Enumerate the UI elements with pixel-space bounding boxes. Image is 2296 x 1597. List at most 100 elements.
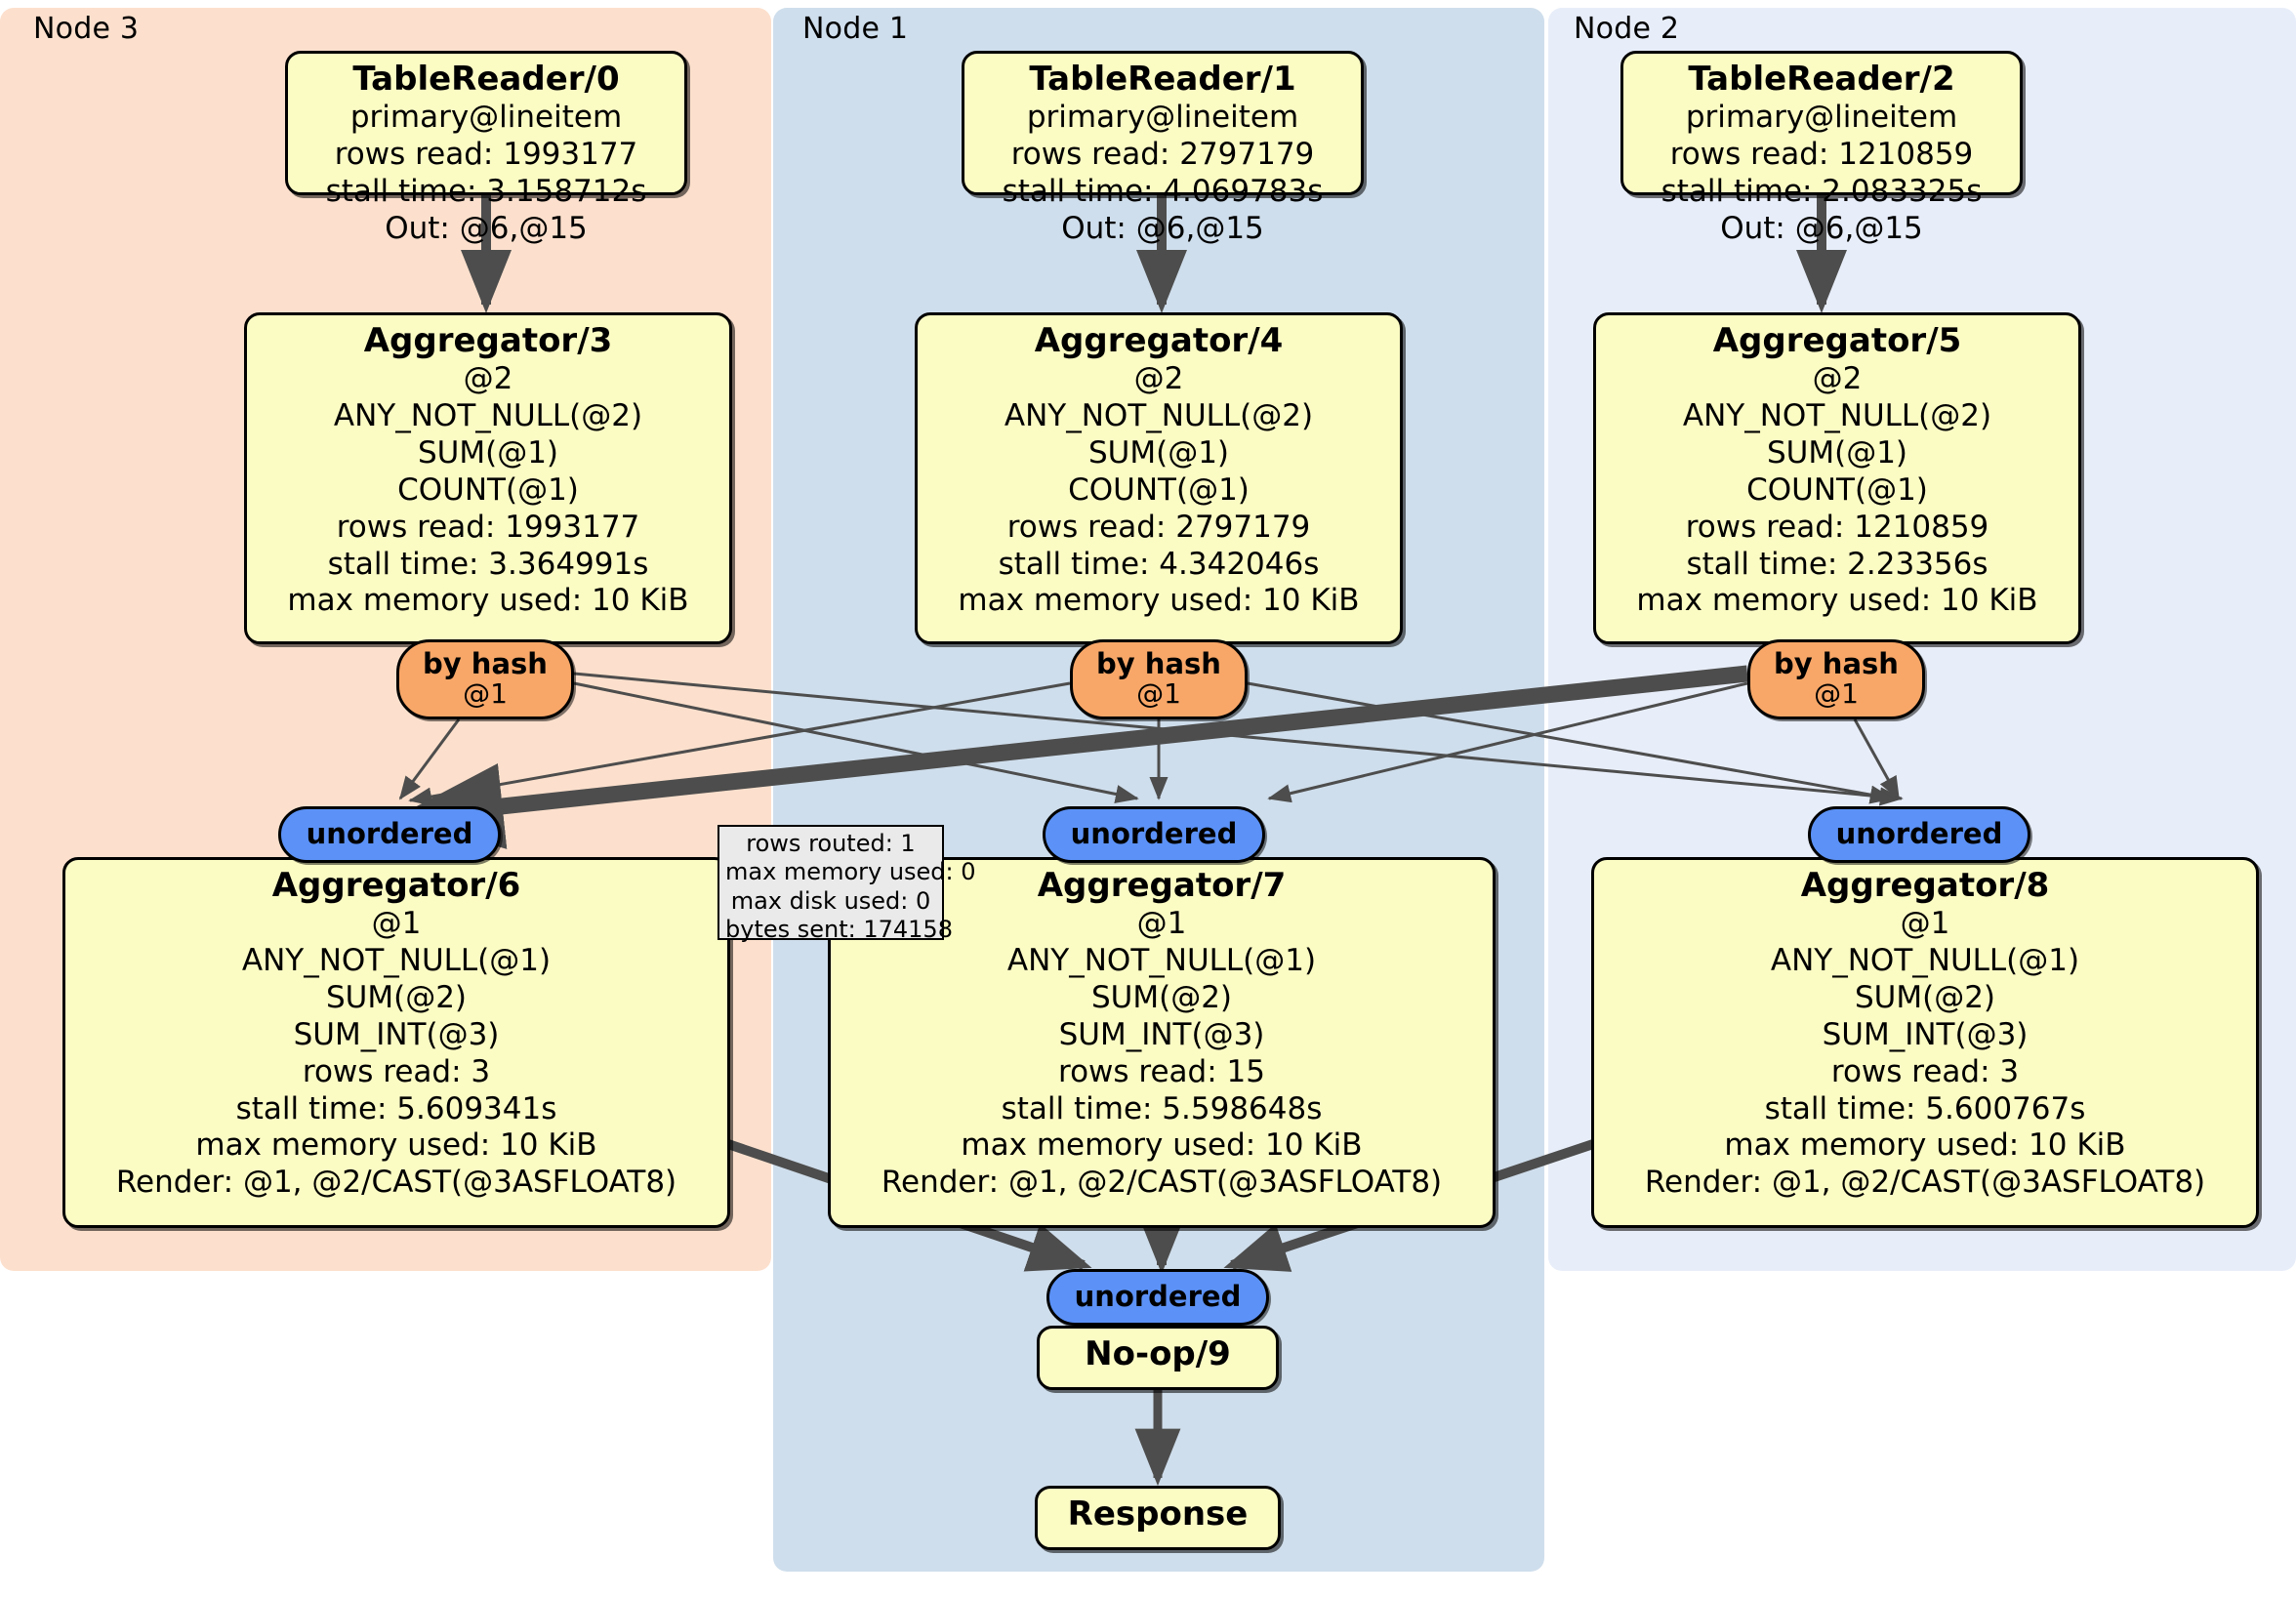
operator-detail-line: Out: @6,@15 — [385, 210, 588, 246]
operator-detail-line: SUM(@2) — [1090, 980, 1233, 1016]
router-label: by hash — [1096, 647, 1221, 680]
operator-detail-line: max memory used: 10 KiB — [287, 583, 689, 619]
operator-detail-line: @2 — [463, 361, 513, 397]
operator-title: Aggregator/6 — [271, 866, 521, 905]
operator-title: TableReader/1 — [1029, 60, 1296, 99]
operator-detail-line: stall time: 4.342046s — [998, 546, 1320, 582]
router-byhash-3[interactable]: by hash@1 — [396, 639, 574, 719]
operator-detail-line: SUM_INT(@3) — [293, 1016, 500, 1052]
operator-detail-line: rows read: 2797179 — [1006, 509, 1311, 545]
operator-title: Aggregator/8 — [1800, 866, 2050, 905]
operator-title: Aggregator/4 — [1034, 321, 1284, 360]
operator-detail-line: stall time: 2.083325s — [1660, 174, 1983, 210]
operator-title: Aggregator/7 — [1037, 866, 1287, 905]
inbox-label: unordered — [1070, 817, 1238, 850]
operator-detail-line: @1 — [1900, 906, 1950, 942]
operator-detail-line: @1 — [371, 906, 422, 942]
operator-detail-line: stall time: 4.069783s — [1002, 174, 1324, 210]
router-sublabel: @1 — [1136, 677, 1181, 711]
router-label: by hash — [1774, 647, 1899, 680]
operator-detail-line: COUNT(@1) — [1746, 471, 1928, 508]
operator-detail-line: ANY_NOT_NULL(@1) — [1006, 943, 1317, 979]
operator-detail-line: rows read: 1993177 — [336, 509, 640, 545]
operator-detail-line: Out: @6,@15 — [1061, 210, 1264, 246]
operator-title: No-op/9 — [1085, 1334, 1231, 1373]
operator-detail-line: stall time: 3.364991s — [327, 546, 649, 582]
operator-detail-line: Render: @1, @2/CAST(@3ASFLOAT8) — [1644, 1165, 2206, 1201]
operator-detail-line: rows read: 15 — [1058, 1053, 1265, 1089]
operator-detail-line: SUM(@1) — [1766, 435, 1908, 471]
operator-detail-line: @1 — [1136, 906, 1187, 942]
operator-detail-line: SUM(@1) — [1087, 435, 1230, 471]
operator-detail-line: primary@lineitem — [1685, 100, 1958, 136]
operator-detail-line: Render: @1, @2/CAST(@3ASFLOAT8) — [115, 1165, 677, 1201]
router-byhash-4[interactable]: by hash@1 — [1070, 639, 1248, 719]
operator-detail-line: max memory used: 10 KiB — [958, 583, 1360, 619]
operator-detail-line: ANY_NOT_NULL(@2) — [333, 398, 643, 434]
operator-detail-line: ANY_NOT_NULL(@1) — [1770, 943, 2080, 979]
router-sublabel: @1 — [463, 677, 508, 711]
operator-detail-line: primary@lineitem — [349, 100, 623, 136]
inbox-unordered-9[interactable]: unordered — [1046, 1269, 1269, 1326]
operator-detail-line: stall time: 5.598648s — [1001, 1090, 1323, 1126]
operator-detail-line: stall time: 3.158712s — [325, 174, 647, 210]
inbox-label: unordered — [1074, 1280, 1242, 1313]
operator-title: Aggregator/5 — [1712, 321, 1962, 360]
cluster-label-node1: Node 1 — [802, 12, 909, 46]
operator-detail-line: ANY_NOT_NULL(@2) — [1004, 398, 1314, 434]
cluster-label-node2: Node 2 — [1574, 12, 1680, 46]
operator-noop9[interactable]: No-op/9 — [1037, 1326, 1279, 1390]
inbox-label: unordered — [1835, 817, 2003, 850]
router-label: by hash — [423, 647, 548, 680]
operator-detail-line: max memory used: 10 KiB — [1636, 583, 2038, 619]
router-byhash-5[interactable]: by hash@1 — [1747, 639, 1925, 719]
stat-line: rows routed: 1 — [746, 830, 916, 857]
operator-response[interactable]: Response — [1035, 1486, 1281, 1550]
operator-title: TableReader/0 — [352, 60, 620, 99]
operator-detail-line: SUM_INT(@3) — [1058, 1016, 1265, 1052]
inbox-label: unordered — [306, 817, 473, 850]
inbox-unordered-6[interactable]: unordered — [278, 806, 501, 863]
operator-title: Aggregator/3 — [363, 321, 613, 360]
operator-detail-line: rows read: 2797179 — [1010, 137, 1315, 173]
operator-detail-line: rows read: 1210859 — [1669, 137, 1974, 173]
operator-detail-line: primary@lineitem — [1026, 100, 1299, 136]
stat-line: max disk used: 0 — [730, 886, 931, 915]
operator-title: TableReader/2 — [1688, 60, 1955, 99]
inbox-unordered-8[interactable]: unordered — [1808, 806, 2030, 863]
operator-title: Response — [1067, 1495, 1249, 1534]
operator-detail-line: @2 — [1812, 361, 1863, 397]
operator-detail-line: SUM(@2) — [325, 980, 468, 1016]
cluster-label-node3: Node 3 — [33, 12, 140, 46]
operator-detail-line: Out: @6,@15 — [1720, 210, 1923, 246]
operator-detail-line: stall time: 5.609341s — [235, 1090, 557, 1126]
operator-detail-line: rows read: 1993177 — [334, 137, 638, 173]
operator-detail-line: SUM_INT(@3) — [1822, 1016, 2029, 1052]
operator-detail-line: COUNT(@1) — [397, 471, 579, 508]
router-sublabel: @1 — [1814, 677, 1859, 711]
operator-detail-line: ANY_NOT_NULL(@2) — [1682, 398, 1992, 434]
operator-detail-line: stall time: 2.23356s — [1686, 546, 1988, 582]
operator-detail-line: rows read: 1210859 — [1685, 509, 1989, 545]
operator-detail-line: max memory used: 10 KiB — [1724, 1127, 2126, 1164]
operator-detail-line: @2 — [1133, 361, 1184, 397]
inbox-unordered-7[interactable]: unordered — [1043, 806, 1265, 863]
operator-detail-line: stall time: 5.600767s — [1764, 1090, 2086, 1126]
operator-detail-line: rows read: 3 — [1830, 1053, 2020, 1089]
operator-detail-line: SUM(@1) — [417, 435, 559, 471]
operator-detail-line: max memory used: 10 KiB — [195, 1127, 597, 1164]
stat-line: bytes sent: 174158 — [725, 915, 953, 943]
operator-detail-line: max memory used: 10 KiB — [961, 1127, 1363, 1164]
operator-detail-line: Render: @1, @2/CAST(@3ASFLOAT8) — [881, 1165, 1443, 1201]
operator-detail-line: ANY_NOT_NULL(@1) — [241, 943, 552, 979]
